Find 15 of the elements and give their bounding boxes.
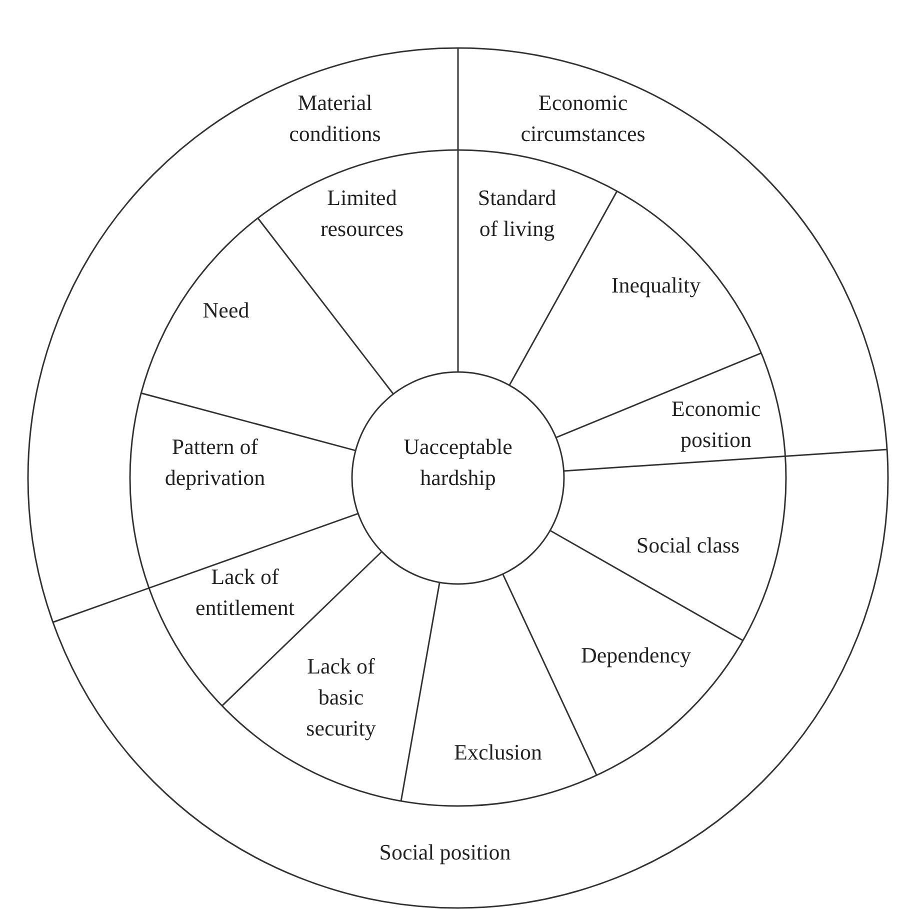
segment-label: Lack of basic security <box>305 652 377 742</box>
segment-label: Need <box>202 296 250 324</box>
segment-label: Social class <box>636 532 740 560</box>
segment-label: Economic position <box>670 395 762 454</box>
segment-label: Material conditions <box>288 89 382 148</box>
segment-label: Social position <box>379 838 511 866</box>
segment-label: Inequality <box>611 272 701 300</box>
segment-label: Limited resources <box>319 184 405 243</box>
segment-label: Standard of living <box>476 184 558 243</box>
segment-label: Pattern of deprivation <box>164 433 266 492</box>
segment-label: Lack of entitlement <box>194 563 296 622</box>
segment-label: Dependency <box>581 642 691 670</box>
segment-label: Exclusion <box>454 738 542 766</box>
segment-label: Uacceptable hardship <box>402 433 514 492</box>
segment-label: Economic circumstances <box>520 89 646 148</box>
